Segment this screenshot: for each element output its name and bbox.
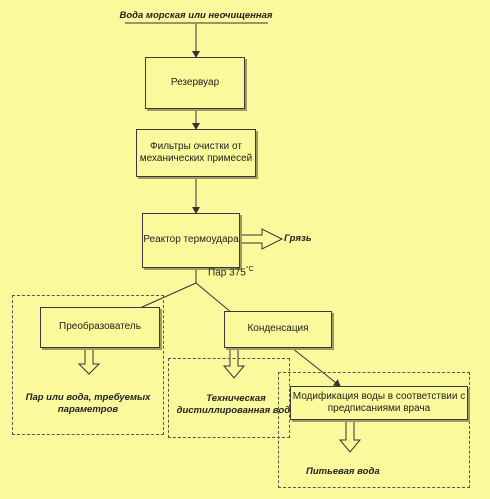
arrow-reactor-to-dirt	[239, 228, 284, 250]
reactor-box: Реактор термоудара	[142, 213, 240, 268]
technical-water-group-frame	[168, 358, 290, 438]
drinking-water-label: Питьевая вода	[306, 466, 380, 477]
technical-water-label: Техническая дистиллированная вода	[176, 393, 296, 416]
modification-box: Модификация воды в соответствии с предпи…	[290, 386, 468, 420]
arrow-branch-left	[139, 282, 197, 309]
source-water-label: Вода морская или неочищенная	[119, 10, 273, 21]
arrow-condensation-down	[222, 347, 246, 379]
filters-box: Фильтры очистки от механических примесей	[136, 129, 256, 177]
arrow-modification-down	[338, 419, 362, 453]
reactor-label: Реактор термоудара	[143, 234, 239, 246]
reservoir-box: Резервуар	[145, 57, 245, 109]
steam-or-water-label: Пар или вода, требуемых параметров	[25, 392, 151, 415]
converter-group-frame	[12, 295, 164, 435]
filters-label: Фильтры очистки от механических примесей	[139, 140, 253, 165]
modification-group-frame	[278, 372, 470, 488]
modification-label: Модификация воды в соответствии с предпи…	[292, 390, 466, 415]
steam-unit: °С	[245, 266, 254, 273]
converter-box: Преобразователь	[40, 307, 160, 348]
converter-label: Преобразователь	[59, 321, 141, 333]
arrow-condensation-to-modification	[291, 347, 341, 387]
steam-temperature-label: Пар 375°С	[208, 266, 254, 279]
arrow-branch-right	[195, 282, 233, 314]
condensation-box: Конденсация	[224, 311, 332, 348]
condensation-label: Конденсация	[247, 323, 309, 335]
reservoir-label: Резервуар	[170, 76, 220, 88]
arrow-converter-down	[77, 347, 101, 375]
dirt-label: Грязь	[284, 233, 312, 244]
